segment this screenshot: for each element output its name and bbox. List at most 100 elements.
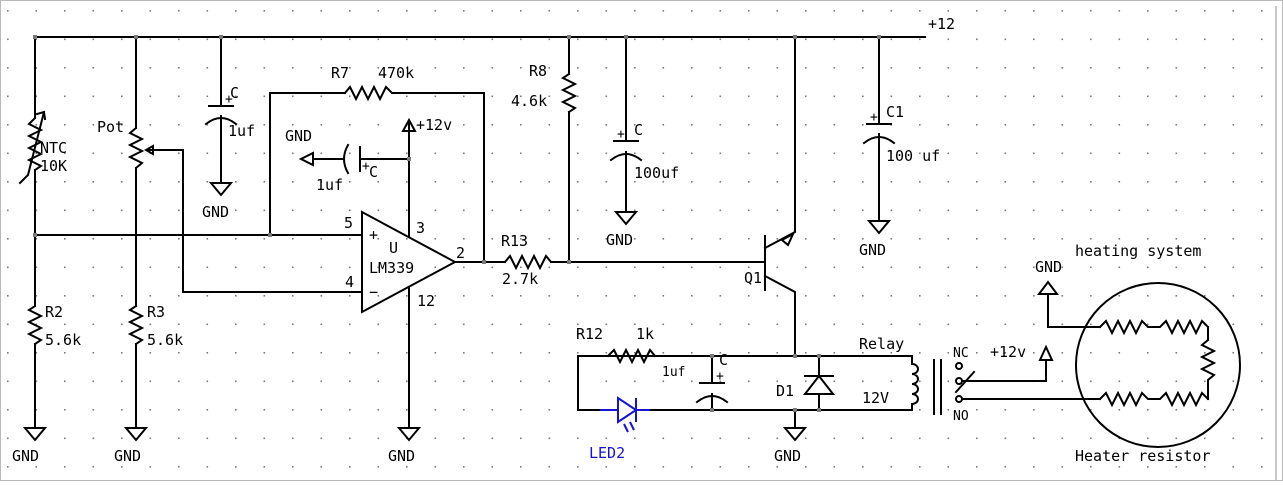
grid-dot [320,95,323,98]
grid-dot [976,67,978,69]
grid-dot [833,380,836,383]
svg-text:+: + [225,92,233,107]
grid-dot [947,352,950,354]
c1-value: 100 uf [886,147,940,165]
grid-dot [463,124,465,126]
grid-dot [463,181,465,183]
grid-dot [748,209,750,212]
grid-dot [1118,466,1121,468]
grid-dot [1033,181,1035,183]
grid-dot [919,152,921,155]
grid-dot [64,409,66,411]
grid-dot [92,67,95,69]
grid-dot [1232,67,1235,69]
grid-dot [320,209,323,212]
grid-dot [92,409,95,411]
grid-dot [292,209,294,212]
opamp-supply-label: +12v [416,116,452,134]
grid-dot [776,437,779,440]
grid-dot [263,95,266,98]
grid-dot [520,352,522,354]
grid-dot [776,295,779,297]
grid-dot [919,409,921,411]
grid-dot [1090,124,1092,126]
cap-c1: + [862,36,896,235]
grid-dot [377,38,380,41]
grid-dot [35,95,38,98]
grid-dot [862,209,864,212]
grid-dot [92,209,95,212]
grid-dot [206,323,209,326]
grid-dot [92,10,95,12]
grid-dot [1261,323,1263,326]
grid-dot [320,437,323,440]
grid-dot [947,38,950,41]
grid-dot [1033,295,1035,297]
grid-dot [1261,152,1263,155]
grid-dot [349,380,351,383]
grid-dot [35,266,38,269]
grid-dot [805,67,807,69]
grid-dot [605,95,608,98]
grid-dot [1004,95,1007,98]
grid-dot [634,266,636,269]
grid-dot [463,295,465,297]
grid-dot [1061,10,1064,12]
grid-dot [605,352,608,354]
grid-dot [178,209,180,212]
grid-dot [691,38,693,41]
grid-dot [805,124,807,126]
grid-dot [976,437,978,440]
r7-value: 470k [378,64,414,82]
grid-dot [206,437,209,440]
grid-dot [149,95,152,98]
wire-feedback-left [269,92,346,236]
heater-resistor [1075,282,1241,448]
grid-dot [947,437,950,440]
grid-dot [1004,67,1007,69]
grid-dot [1090,152,1092,155]
grid-dot [349,352,351,354]
grid-dot [1090,380,1092,383]
grid-dot [491,437,494,440]
grid-dot [1090,409,1092,411]
grid-dot [1261,352,1263,354]
grid-dot [748,466,750,468]
grid-dot [919,95,921,98]
grid-dot [349,209,351,212]
wire-led-left [577,355,609,411]
grid-dot [1090,10,1092,12]
grid-dot [520,209,522,212]
grid-dot [1204,209,1206,212]
grid-dot [7,266,9,269]
grid-dot [377,352,380,354]
grid-dot [1033,124,1035,126]
grid-dot [463,152,465,155]
grid-dot [634,67,636,69]
grid-dot [1261,295,1263,297]
grid-dot [121,124,123,126]
grid-dot [1004,152,1007,155]
ntc-thermistor [18,36,47,236]
grid-dot [719,38,722,41]
grid-dot [64,295,66,297]
grid-dot [178,466,180,468]
grid-dot [890,437,893,440]
grid-dot [292,238,294,240]
grid-dot [833,295,836,297]
grid-dot [1033,238,1035,240]
grid-dot [748,10,750,12]
grid-dot [1261,38,1263,41]
grid-dot [577,124,579,126]
grid-dot [748,152,750,155]
grid-dot [605,10,608,12]
grid-dot [434,181,437,183]
grid-dot [1090,437,1092,440]
svg-text:+: + [716,369,724,384]
grid-dot [605,466,608,468]
grid-dot [206,466,209,468]
grid-dot [634,181,636,183]
grid-dot [748,295,750,297]
grid-dot [919,209,921,212]
grid-dot [976,124,978,126]
